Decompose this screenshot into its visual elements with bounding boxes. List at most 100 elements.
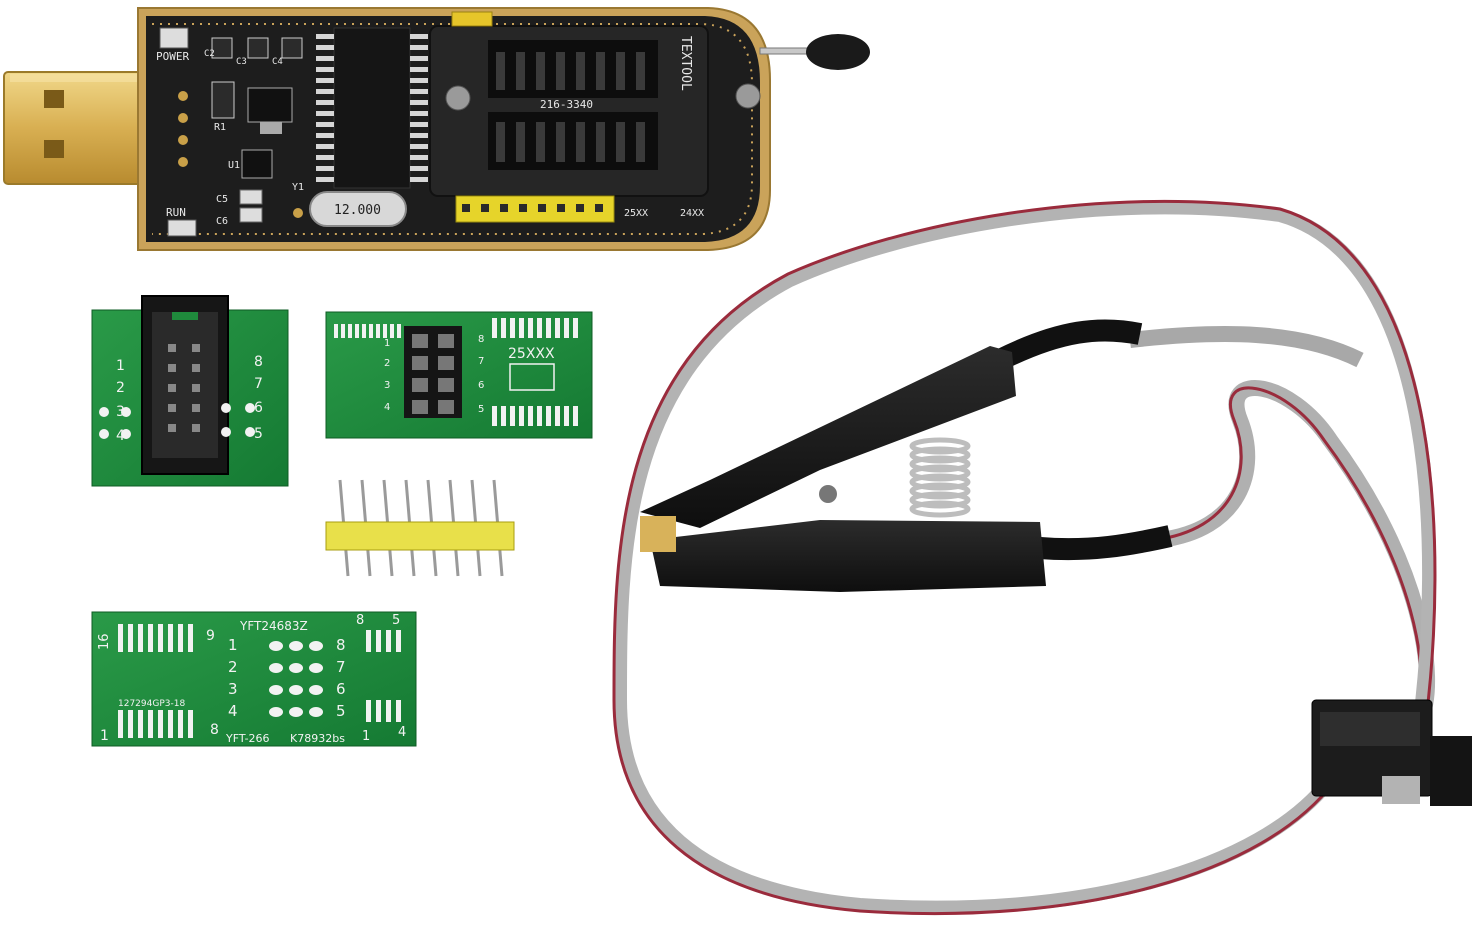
zif-slot (556, 122, 565, 162)
loose-pin-header (325, 479, 515, 577)
ribbon-cable (612, 199, 1437, 916)
header-pin (557, 204, 565, 212)
a25-pin-7: 7 (478, 356, 484, 367)
idc-pin-8: 8 (254, 354, 263, 370)
soic-pad (158, 624, 163, 652)
idc-pin-hole (168, 364, 176, 372)
a25-pad (528, 406, 533, 426)
header-pin (519, 204, 527, 212)
a25-pad (397, 324, 401, 338)
ic-pin (410, 89, 428, 94)
ic-pin (316, 111, 334, 116)
label-y1: Y1 (292, 182, 304, 193)
zif-slot (496, 52, 505, 90)
soic-num-8b: 8 (210, 722, 219, 738)
soic-num-4: 4 (398, 725, 406, 740)
label-r1: R1 (214, 122, 226, 133)
soic-pad (366, 700, 371, 722)
a25-pad (355, 324, 359, 338)
soic-pad (376, 630, 381, 652)
a25-pad (555, 318, 560, 338)
ic-pin (316, 155, 334, 160)
zif-slot (596, 52, 605, 90)
a25-pin-8: 8 (478, 334, 484, 345)
idc-pad (99, 407, 109, 417)
idc-pin-5: 5 (254, 426, 263, 442)
spring-coil (909, 491, 971, 509)
zif-slot (596, 122, 605, 162)
soic-pad (148, 710, 153, 738)
soic-pad (118, 624, 123, 652)
idc-pin-2: 2 (116, 380, 125, 396)
a25-pin-1: 1 (384, 338, 390, 349)
a25-pin-3: 3 (384, 380, 390, 391)
soic-num-16: 16 (97, 633, 112, 650)
a25-header-pin (412, 356, 428, 370)
ic-pin (316, 166, 334, 171)
soic-left-part: 127294GP3-18 (118, 699, 185, 709)
a25-pad (573, 318, 578, 338)
zif-slot (516, 122, 525, 162)
soic-adapter-board: YFT24683Z 8 5 16 9 1 8 1 4 127294GP3-18 … (91, 611, 417, 747)
a25-pad (573, 406, 578, 426)
soic-pad-num-2: 2 (228, 658, 238, 676)
soic-pad-num-3: 3 (228, 680, 238, 698)
zif-slot (496, 122, 505, 162)
pin-header-yellow (455, 195, 615, 223)
header-pin (462, 204, 470, 212)
soic-pad (118, 710, 123, 738)
zif-slot (516, 52, 525, 90)
ic-pin (316, 177, 334, 182)
ic-pin (316, 122, 334, 127)
a25-pad (555, 406, 560, 426)
soic-grid-pad (289, 707, 303, 717)
soic-grid-pad (289, 641, 303, 651)
a25-header-pin (412, 378, 428, 392)
ic-pin (316, 89, 334, 94)
idc-pin-7: 7 (254, 376, 263, 392)
socket-label: 216-3340 (540, 98, 593, 111)
soic-grid-pad (309, 641, 323, 651)
a25-pad (510, 406, 515, 426)
smd-components (211, 37, 303, 223)
zif-slot (536, 52, 545, 90)
idc-pad (99, 429, 109, 439)
zif-slot (536, 122, 545, 162)
idc-pin-hole (192, 424, 200, 432)
soic-pad (138, 624, 143, 652)
header-pin (576, 204, 584, 212)
soic-pad (366, 630, 371, 652)
soic-pad (168, 710, 173, 738)
ic-pin (316, 100, 334, 105)
a25-pad (341, 324, 345, 338)
idc-pin-hole (192, 344, 200, 352)
soic-grid-pad (289, 685, 303, 695)
soic-grid-pad (309, 707, 323, 717)
a25-pad (564, 406, 569, 426)
a25-pad (334, 324, 338, 338)
soic-num-8: 8 (356, 613, 364, 628)
soic-pad (148, 624, 153, 652)
soic-bottom-label: YFT-266 (225, 732, 270, 745)
idc-pin-hole (168, 344, 176, 352)
soic-pad (178, 710, 183, 738)
a25-pad (501, 406, 506, 426)
ic-pin (316, 67, 334, 72)
idc-adapter-board: 1 2 3 4 8 7 6 5 (91, 295, 289, 487)
ic-pin (316, 133, 334, 138)
ic-pin (316, 78, 334, 83)
power-label: POWER (156, 50, 189, 63)
soic-grid-pad (269, 663, 283, 673)
ic-pin (410, 67, 428, 72)
idc-pin-hole (192, 384, 200, 392)
run-led (167, 219, 197, 237)
spring-coil (909, 437, 971, 455)
label-24xx: 24XX (680, 208, 704, 219)
a25-pad (348, 324, 352, 338)
idc-pin-3: 3 (116, 404, 125, 420)
idc-pin-6: 6 (254, 400, 263, 416)
a25-pin-2: 2 (384, 358, 390, 369)
a25-pin-5: 5 (478, 404, 484, 415)
a25-pad (383, 324, 387, 338)
zif-slot (636, 122, 645, 162)
